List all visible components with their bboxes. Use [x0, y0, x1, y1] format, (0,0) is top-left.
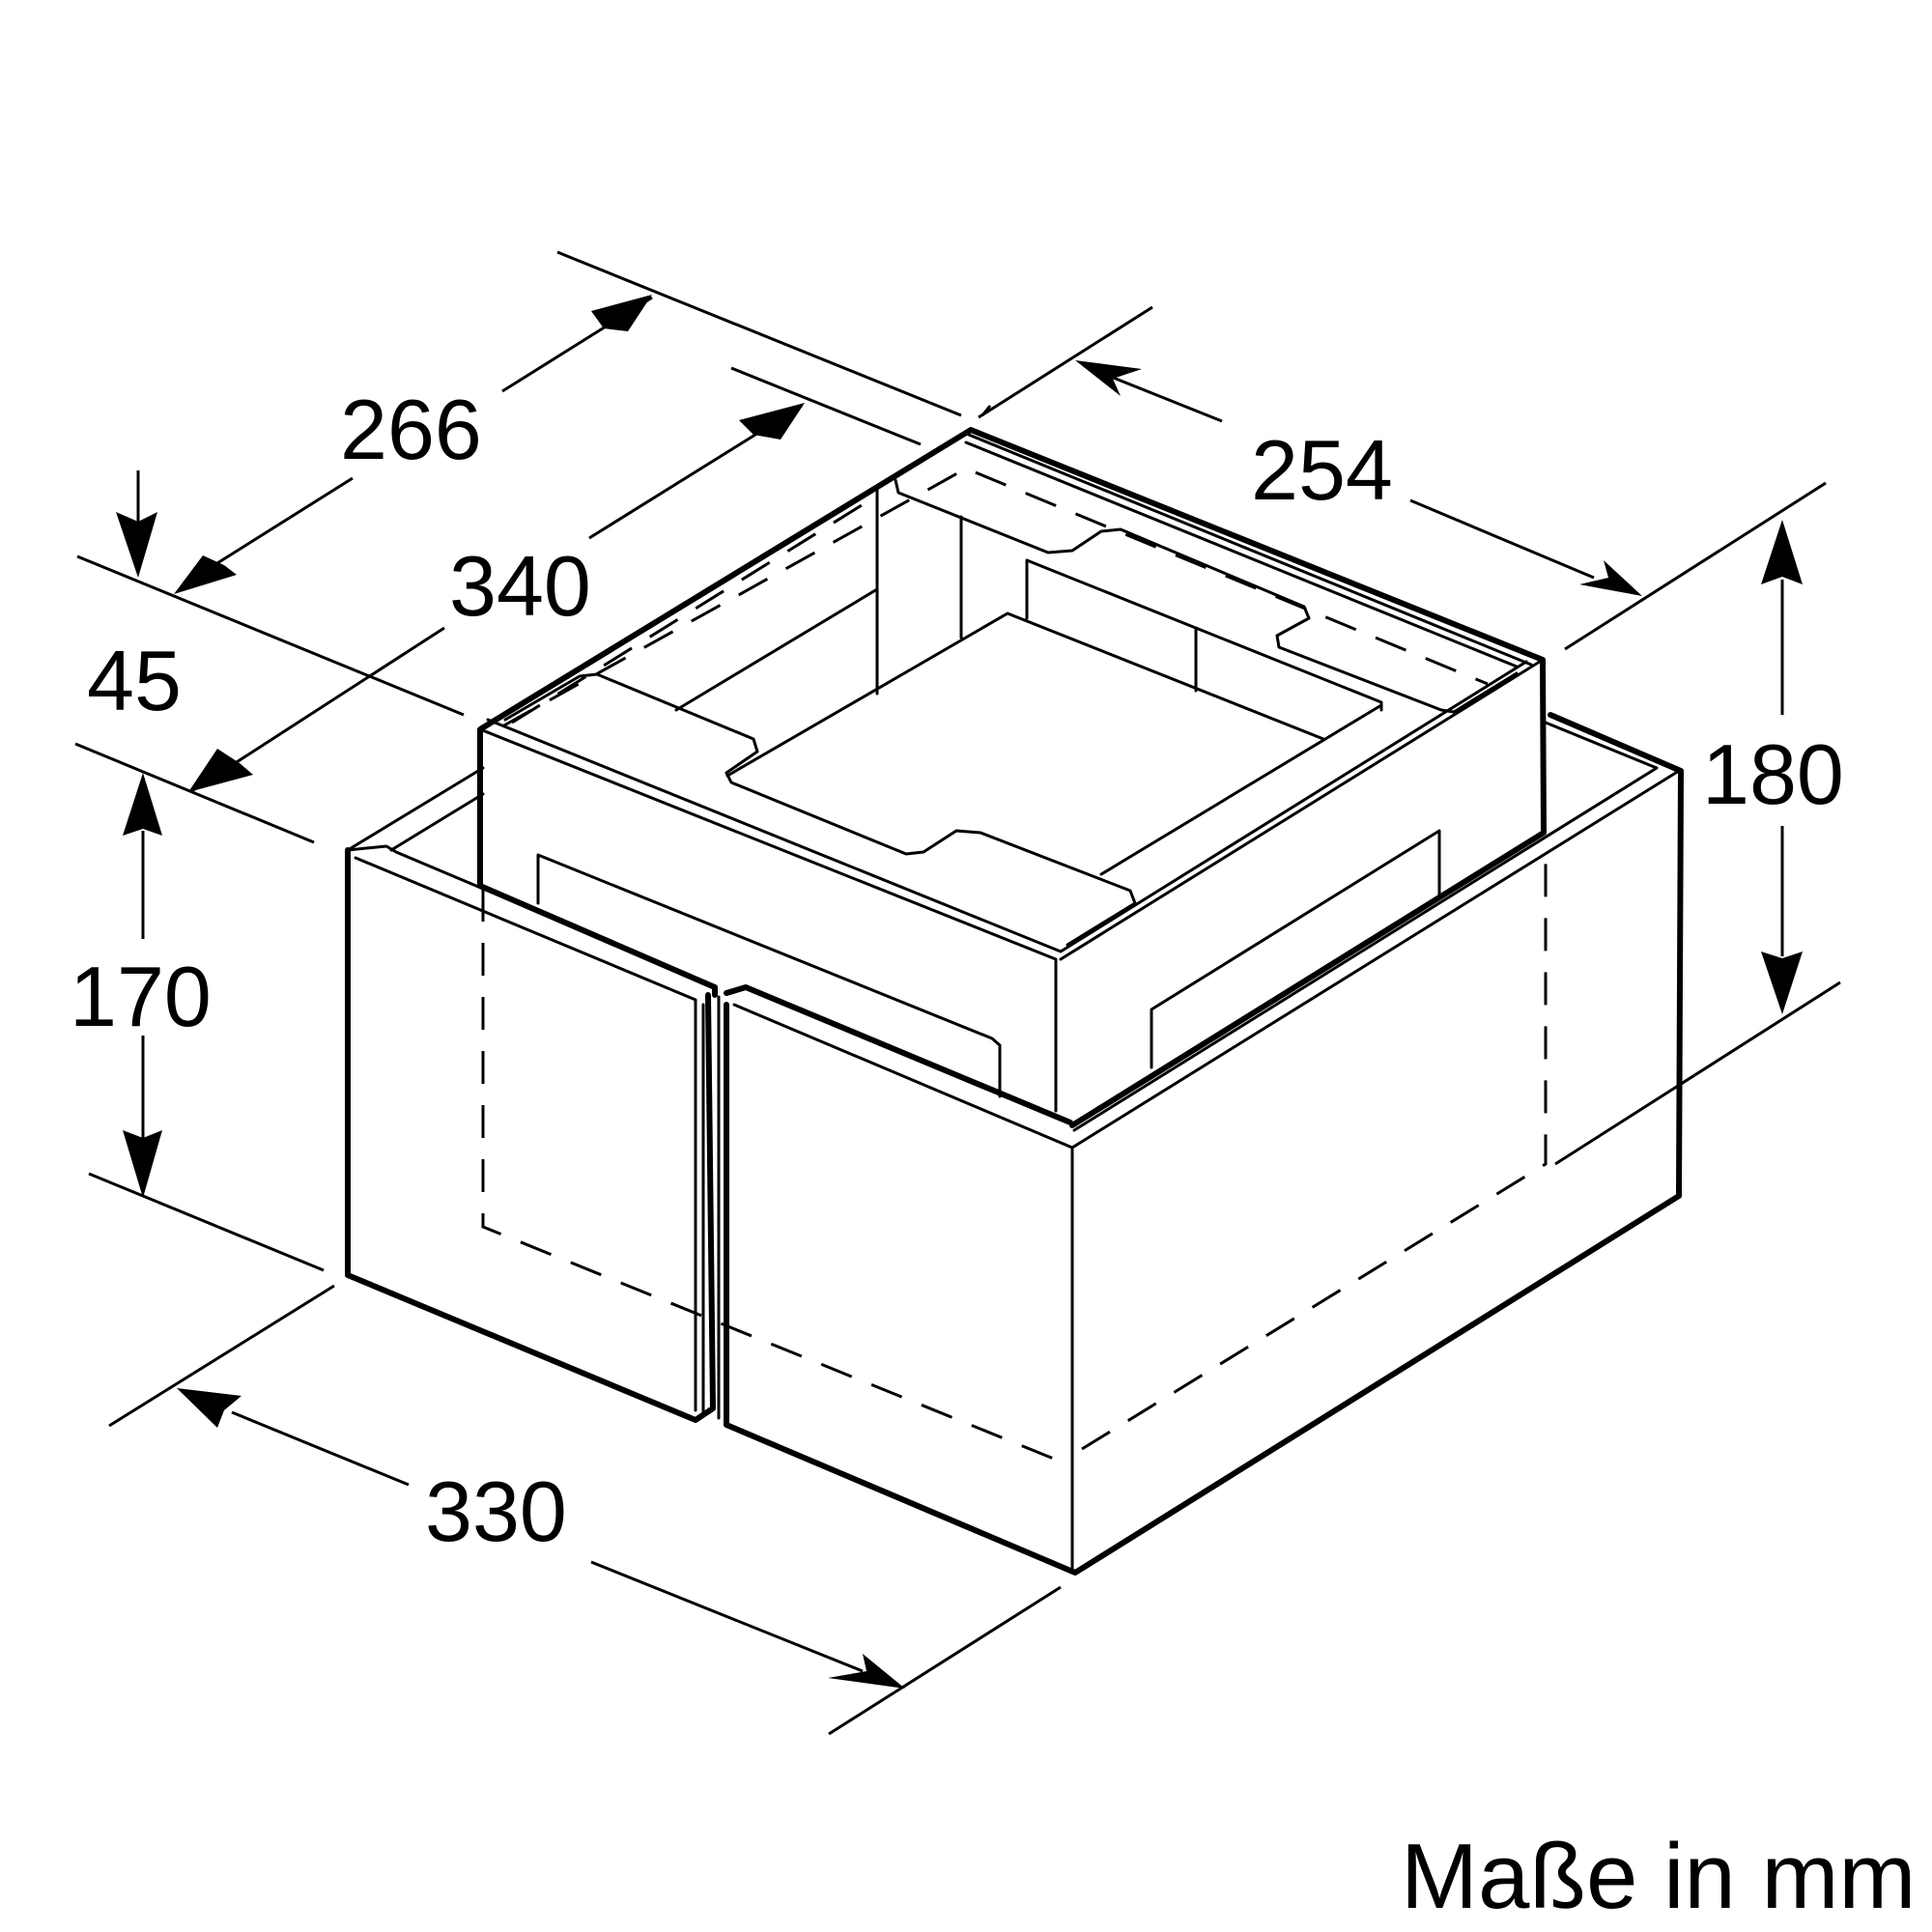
upper-box-floor-plate-right: [1099, 703, 1383, 876]
lower-box: [345, 712, 1684, 1576]
lower-box-top-right-edge: [1070, 769, 1681, 1150]
dimension-lines: [74, 250, 1841, 1736]
lower-box-hidden-left: [481, 889, 1066, 1465]
upper-box-outline-left: [477, 427, 1547, 1128]
arrow-170-top: [123, 773, 162, 836]
upper-box-floor-plate: [725, 611, 1325, 778]
arrow-330-left: [177, 1388, 242, 1428]
arrow-266-bottom: [174, 555, 237, 594]
upper-box-front-bottom-right: [724, 984, 1073, 1125]
upper-box-flange-back: [894, 478, 1519, 714]
upper-box: [477, 427, 1547, 1128]
dimension-labels: 266 340 254 45 170 180 330: [70, 382, 1844, 1559]
arrow-266-top: [591, 295, 652, 331]
arrow-180-top: [1761, 520, 1803, 584]
lower-box-left-face: [345, 847, 716, 1423]
upper-box-front-edge-inner: [486, 660, 1528, 953]
arrow-340-bottom: [188, 749, 253, 792]
dim-label-45: 45: [87, 633, 182, 728]
lower-box-top-left-back-inner: [389, 792, 485, 852]
arrow-170-bottom: [123, 1130, 162, 1198]
dim-label-254: 254: [1251, 422, 1393, 518]
upper-box-top-right: [1059, 658, 1545, 961]
arrow-45-top: [116, 512, 157, 578]
lower-box-top-right-inner: [1072, 721, 1659, 1132]
lower-box-left-window: [536, 853, 1002, 1098]
lower-box-right-window: [1150, 829, 1441, 1069]
upper-box-top-back-rim: [962, 431, 1533, 667]
upper-box-hidden-left: [511, 498, 870, 724]
dim-label-340: 340: [449, 538, 591, 634]
unit-note: Maße in mm: [1401, 1825, 1916, 1928]
arrow-340-top: [739, 403, 805, 440]
upper-box-top-back-inner: [964, 440, 1519, 668]
upper-box-inner-left-diag: [674, 587, 879, 712]
dim-label-330: 330: [425, 1463, 567, 1559]
arrow-180-bottom: [1761, 952, 1803, 1014]
upper-box-front-bottom: [477, 883, 718, 998]
arrow-254-right: [1579, 560, 1642, 596]
lower-box-right-face: [724, 712, 1684, 1576]
upper-box-front-edge: [478, 727, 1058, 1113]
lower-box-front-edge: [732, 1003, 1074, 1571]
dim-label-180: 180: [1702, 726, 1844, 822]
lower-box-left-face-inner: [354, 856, 697, 1412]
arrow-330-right: [828, 1654, 905, 1689]
upper-box-flange-front: [503, 672, 1137, 947]
dim-label-266: 266: [340, 382, 482, 477]
upper-box-hidden-top: [501, 467, 1489, 728]
lower-box-top-left-back: [346, 766, 485, 852]
arrow-254-left: [1075, 360, 1142, 396]
dim-label-170: 170: [70, 949, 212, 1044]
lower-box-hidden-bottom-right: [1081, 850, 1548, 1451]
